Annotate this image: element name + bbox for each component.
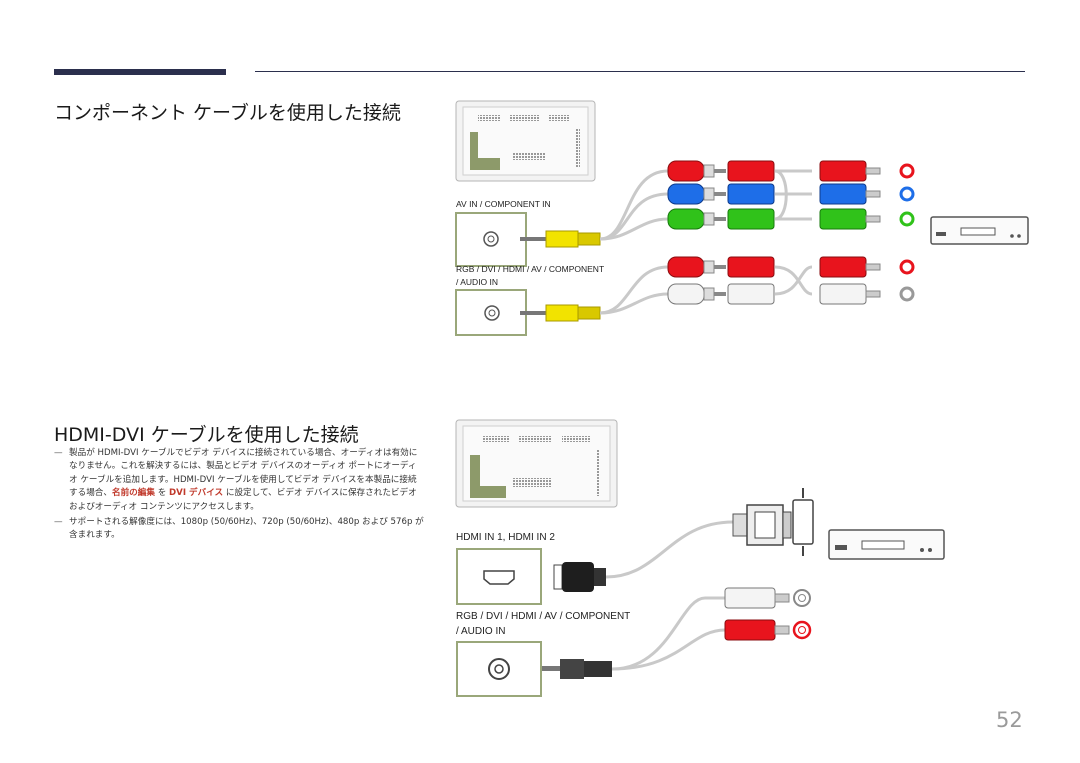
hdmi-port-panel (456, 548, 542, 605)
dvd-player-icon (828, 529, 945, 560)
av-component-in-label: AV IN / COMPONENT IN (456, 199, 551, 209)
monitor-back-panel-2 (455, 419, 618, 508)
note-dash-icon: — (54, 448, 63, 458)
audio-in-label-line1: RGB / DVI / HDMI / AV / COMPONENT (456, 264, 604, 274)
av-in-port-panel (455, 212, 527, 267)
page-number: 52 (996, 708, 1023, 732)
audio-in-label-2-line1: RGB / DVI / HDMI / AV / COMPONENT (456, 611, 630, 622)
audio-in-port-panel (455, 289, 527, 336)
yellow-plug-icon (520, 230, 601, 248)
source-jacks-2 (792, 589, 812, 640)
blue-plug-icon (667, 183, 881, 205)
notes-block: — 製品が HDMI-DVI ケーブルでビデオ デバイスに接続されている場合、オ… (54, 447, 424, 545)
audio-in-port-panel-2 (456, 641, 542, 697)
white-audio-plug-icon (667, 283, 881, 305)
header-accent-bar (54, 69, 226, 75)
red-plug-icon (667, 160, 881, 182)
red-audio-plug-icon (667, 256, 881, 278)
audio-in-label-line2: / AUDIO IN (456, 277, 498, 287)
yellow-plug-icon (520, 304, 601, 322)
hdmi-plug-icon (553, 562, 606, 592)
highlight-dvi-device: DVI デバイス (169, 488, 224, 499)
red-audio-plug-icon (724, 619, 790, 641)
note-audio: — 製品が HDMI-DVI ケーブルでビデオ デバイスに接続されている場合、オ… (54, 448, 418, 512)
header-rule (255, 71, 1025, 72)
white-audio-plug-icon (724, 587, 790, 609)
monitor-back-panel-1 (455, 100, 596, 182)
stereo-mini-plug-icon (542, 659, 612, 679)
dvd-player-icon (930, 216, 1029, 245)
source-jacks-1 (899, 163, 915, 302)
section-title-component: コンポーネント ケーブルを使用した接続 (54, 102, 401, 124)
audio-in-label-2-line2: / AUDIO IN (456, 626, 505, 637)
green-plug-icon (667, 208, 881, 230)
highlight-edit-name: 名前の編集 (111, 488, 155, 499)
dvi-port-icon (792, 488, 814, 556)
note-dash-icon: — (54, 517, 63, 528)
section-title-hdmi-dvi: HDMI-DVI ケーブルを使用した接続 (54, 424, 359, 446)
note-resolution: — サポートされる解像度には、1080p (50/60Hz)、720p (50/… (54, 517, 424, 541)
dvi-plug-icon (732, 504, 792, 546)
hdmi-in-label: HDMI IN 1, HDMI IN 2 (456, 532, 555, 543)
